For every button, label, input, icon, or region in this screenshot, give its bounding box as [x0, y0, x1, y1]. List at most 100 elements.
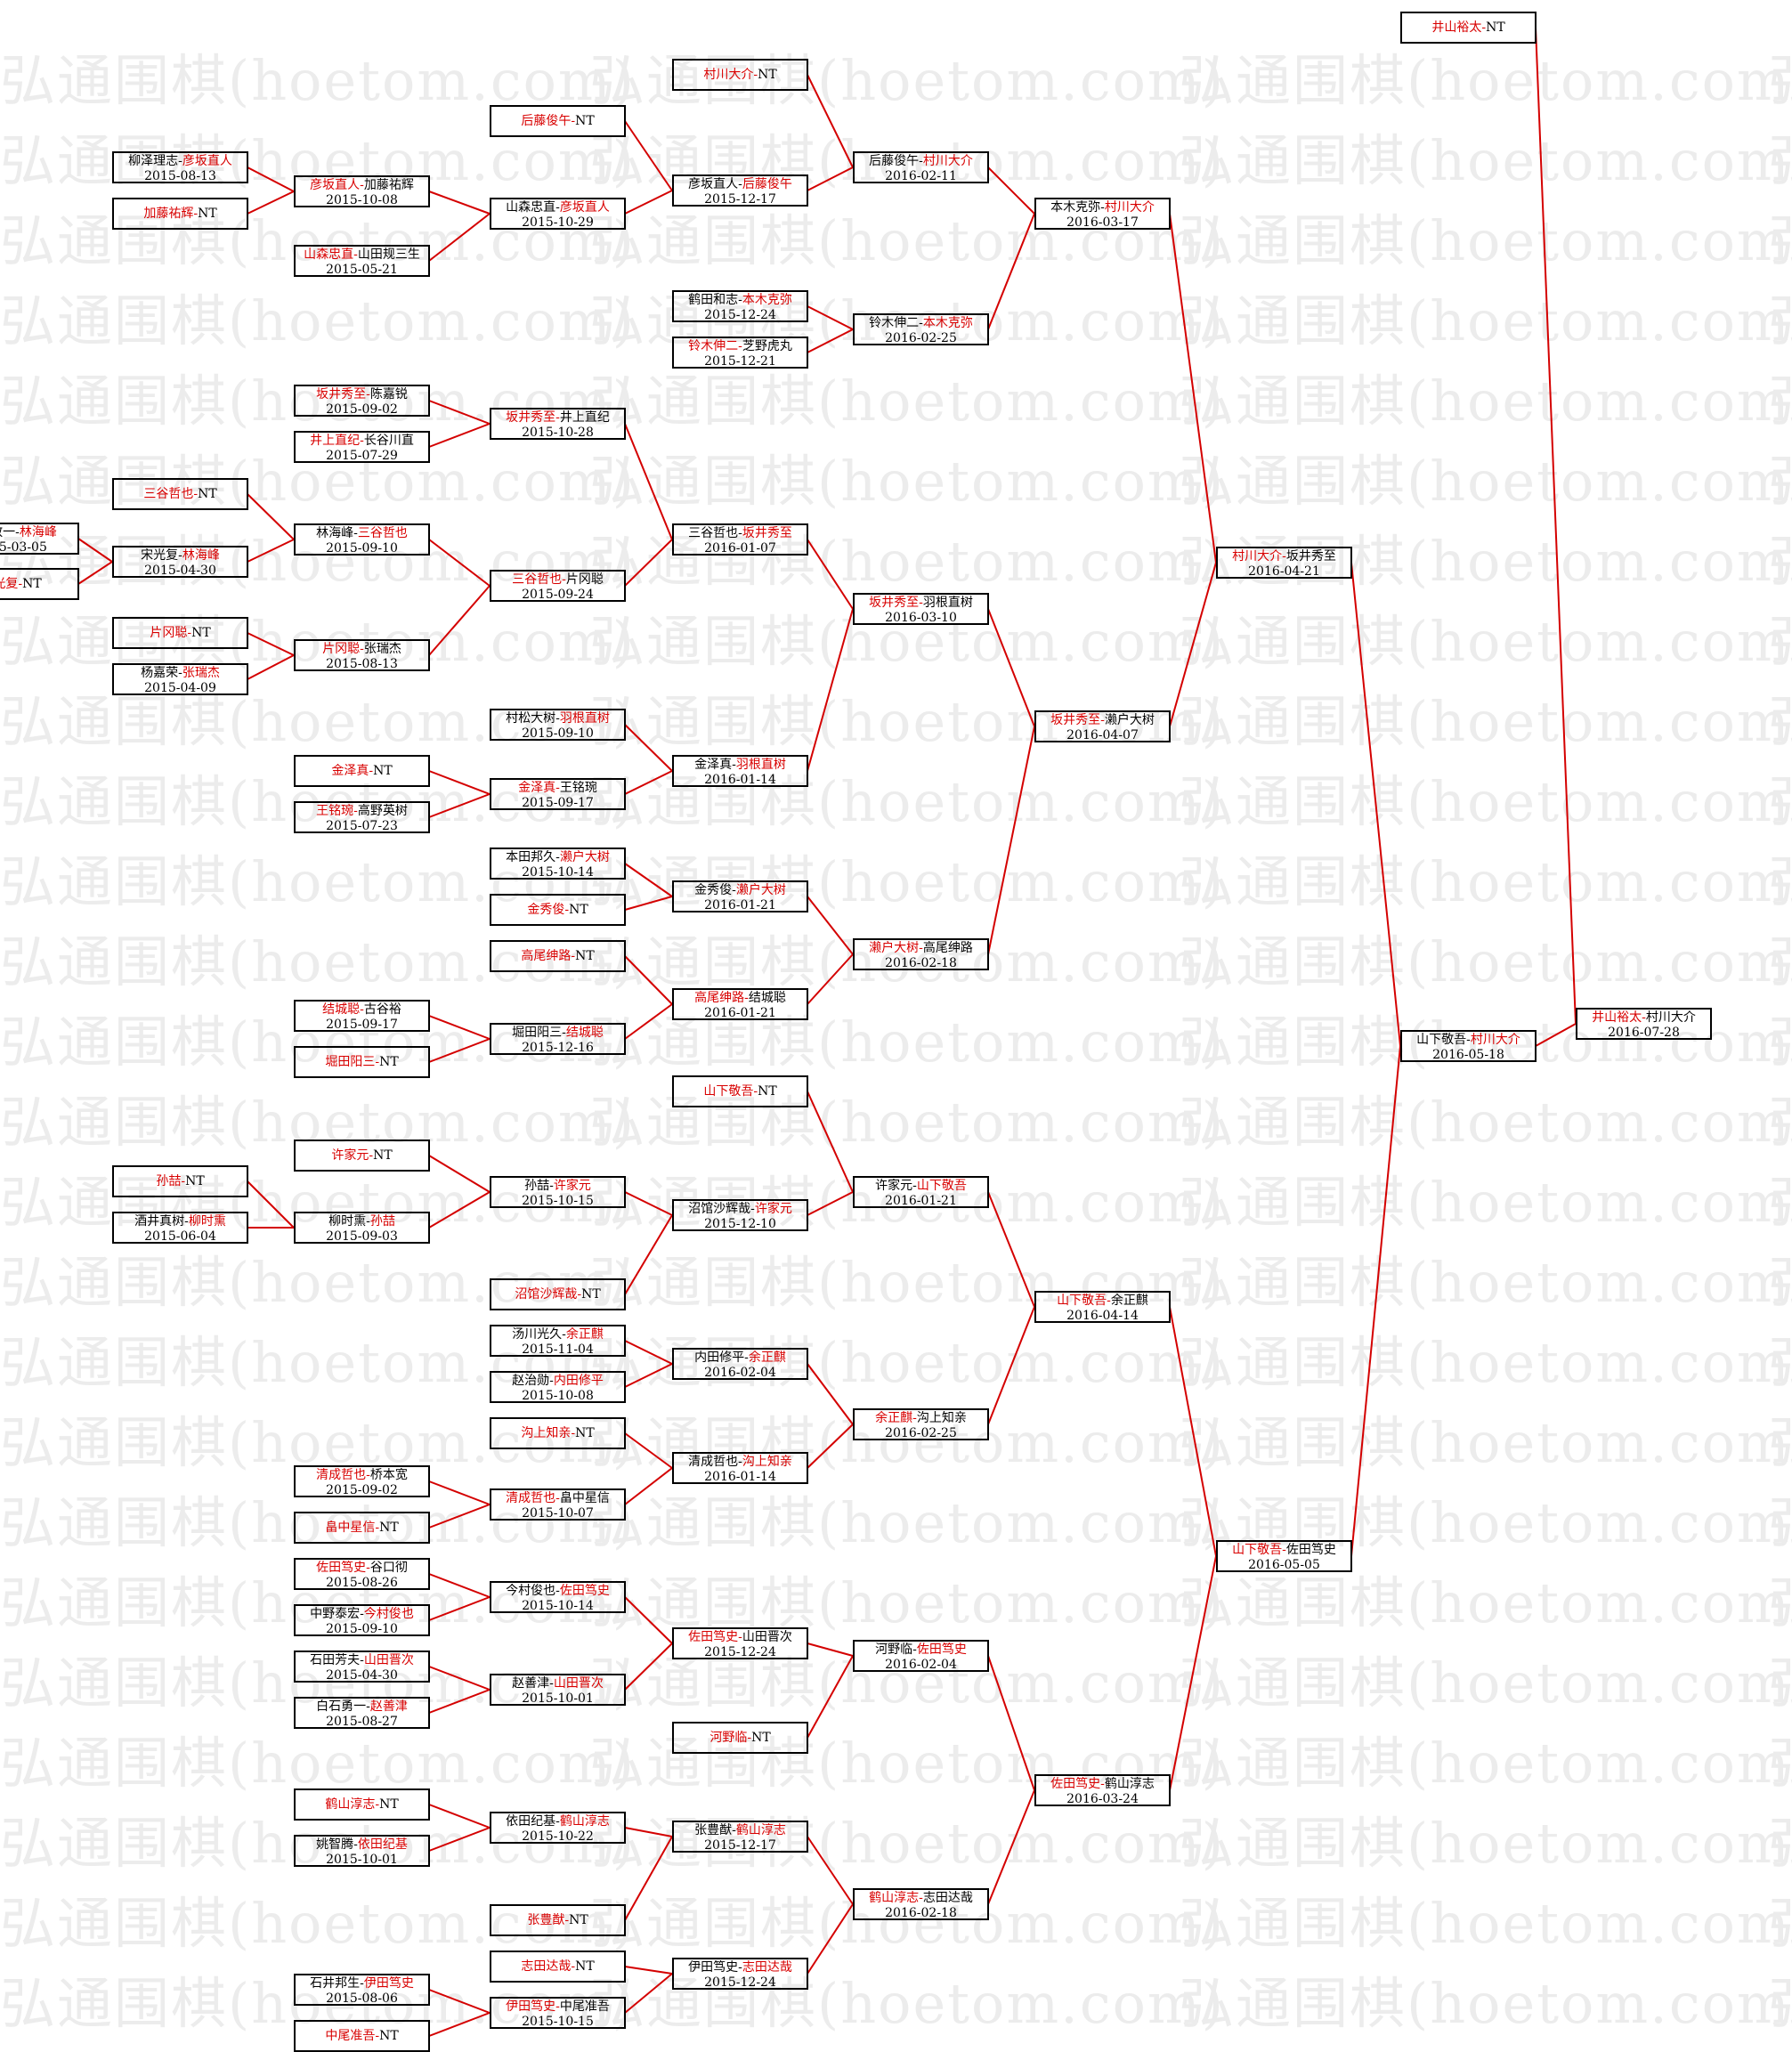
match-box: 沼馆沙辉哉-NT	[490, 1278, 626, 1310]
match-date: 2015-12-16	[522, 1041, 594, 1055]
player-b: 村川大介	[922, 154, 973, 168]
versus-separator: -	[555, 1999, 560, 2014]
versus-separator: -	[1282, 549, 1286, 564]
match-players: 林海峰-三谷哲也	[296, 526, 428, 541]
watermark-text: 弘通围棋(hoetom.com)	[1768, 1959, 1792, 2039]
player-b: 中尾准吾	[559, 1999, 610, 2014]
player-b: NT	[569, 1913, 588, 1927]
versus-separator: -	[366, 1561, 370, 1575]
match-players: 宋光复-林海峰	[114, 548, 247, 564]
match-box: 志田达哉-NT	[490, 1951, 626, 1983]
match-players: 山下敬吾-NT	[674, 1084, 807, 1099]
player-a: 山下敬吾	[703, 1084, 754, 1099]
match-players: 清成哲也-桥本宽	[296, 1468, 428, 1483]
player-a: 今村俊也	[506, 1584, 556, 1598]
versus-separator: -	[1282, 1543, 1286, 1557]
watermark-text: 弘通围棋(hoetom.com)	[1179, 849, 1792, 914]
match-players: 汤川光久-余正麒	[491, 1327, 624, 1342]
match-players: 赵善津-山田晋次	[491, 1676, 624, 1691]
player-b: 赵善津	[369, 1699, 408, 1714]
match-players: 加藤祐辉-NT	[114, 207, 247, 222]
watermark-text: 弘通围棋(hoetom.com)	[0, 369, 636, 434]
match-date: 2015-08-26	[326, 1576, 398, 1590]
match-box: 井山裕太-NT	[1400, 12, 1537, 44]
bracket-connector-line	[247, 166, 295, 192]
player-b: 鹤山淳志	[559, 1814, 610, 1829]
player-a: 片冈聪	[322, 642, 361, 656]
bracket-connector-line	[807, 1091, 854, 1193]
bracket-connector-line	[987, 166, 1035, 215]
versus-separator: -	[555, 850, 560, 864]
watermark-text: 弘通围棋(hoetom.com)	[0, 849, 636, 914]
versus-separator: -	[564, 903, 570, 917]
versus-separator: -	[375, 1521, 380, 1535]
player-b: 佐田笃史	[559, 1584, 610, 1598]
match-box: 河野临-NT	[672, 1722, 808, 1754]
match-players: 金泽真-羽根直树	[674, 758, 807, 773]
watermark-text: 弘通围棋(hoetom.com)	[589, 1250, 1225, 1315]
watermark-text: 弘通围棋(hoetom.com)	[1768, 1638, 1792, 1718]
match-date: 2015-12-17	[704, 192, 776, 207]
versus-separator: -	[178, 548, 182, 563]
watermark-text: 弘通围棋(hoetom.com)	[1179, 1170, 1792, 1235]
match-players: 河野临-佐田笃史	[855, 1642, 987, 1658]
player-b: NT	[185, 1174, 205, 1188]
match-date: 2015-08-13	[326, 657, 398, 671]
player-a: 山下敬吾	[1416, 1033, 1467, 1047]
player-a: 中野泰宏	[310, 1607, 361, 1621]
watermark-text: 弘通围棋(hoetom.com)	[1179, 288, 1792, 353]
player-b: NT	[575, 114, 595, 128]
player-b: 许家元	[754, 1202, 792, 1216]
match-box: 畠中星信-NT	[294, 1512, 430, 1544]
player-b: 濑户大树	[1104, 713, 1155, 727]
versus-separator: -	[369, 764, 374, 778]
bracket-connector-line	[1169, 562, 1217, 727]
match-players: 结城聪-古谷裕	[296, 1002, 428, 1018]
watermark-text: 弘通围棋(hoetom.com)	[0, 609, 636, 674]
player-b: 羽根直树	[735, 758, 786, 772]
player-a: 金泽真	[518, 781, 556, 795]
match-date: 2015-04-30	[144, 564, 216, 578]
match-date: 2015-12-24	[704, 308, 776, 322]
player-b: 片冈聪	[565, 572, 604, 587]
watermark-text: 弘通围棋(hoetom.com)	[0, 48, 636, 113]
player-b: 坂井秀至	[1285, 549, 1336, 564]
player-a: 鹤丸敬一	[0, 525, 16, 539]
watermark-text: 弘通围棋(hoetom.com)	[589, 1731, 1225, 1796]
match-players: 许家元-山下敬吾	[855, 1179, 987, 1194]
match-date: 2016-02-18	[885, 956, 957, 970]
player-a: 佐田笃史	[688, 1630, 739, 1644]
match-date: 2016-02-25	[885, 1426, 957, 1440]
player-a: 结城聪	[322, 1002, 361, 1017]
match-players: 清成哲也-沟上知亲	[674, 1455, 807, 1470]
bracket-connector-line	[247, 1180, 295, 1229]
player-b: 井上直纪	[559, 410, 610, 425]
versus-separator: -	[919, 941, 923, 955]
bracket-connector-line	[624, 1973, 673, 2014]
match-date: 2016-03-10	[885, 611, 957, 625]
player-a: 本田邦久	[506, 850, 556, 864]
player-b: 后藤俊午	[742, 177, 792, 191]
player-b: 村川大介	[1104, 200, 1155, 215]
match-players: 杨嘉荣-张瑞杰	[114, 666, 247, 681]
versus-separator: -	[732, 1823, 736, 1837]
watermark-text: 弘通围棋(hoetom.com)	[1768, 1558, 1792, 1638]
match-players: 许家元-NT	[296, 1148, 428, 1164]
player-a: 白石勇一	[316, 1699, 367, 1714]
match-date: 2015-10-08	[522, 1389, 594, 1403]
player-b: 村川大介	[1470, 1033, 1520, 1047]
match-date: 2015-12-17	[704, 1838, 776, 1853]
versus-separator: -	[549, 1179, 554, 1193]
player-a: 汤川光久	[512, 1327, 563, 1342]
bracket-connector-line	[807, 1642, 854, 1657]
watermark-text: 弘通围棋(hoetom.com)	[1179, 48, 1792, 113]
match-date: 2015-04-30	[326, 1668, 398, 1683]
player-a: 彦坂直人	[310, 178, 361, 192]
player-b: NT	[379, 1521, 399, 1535]
